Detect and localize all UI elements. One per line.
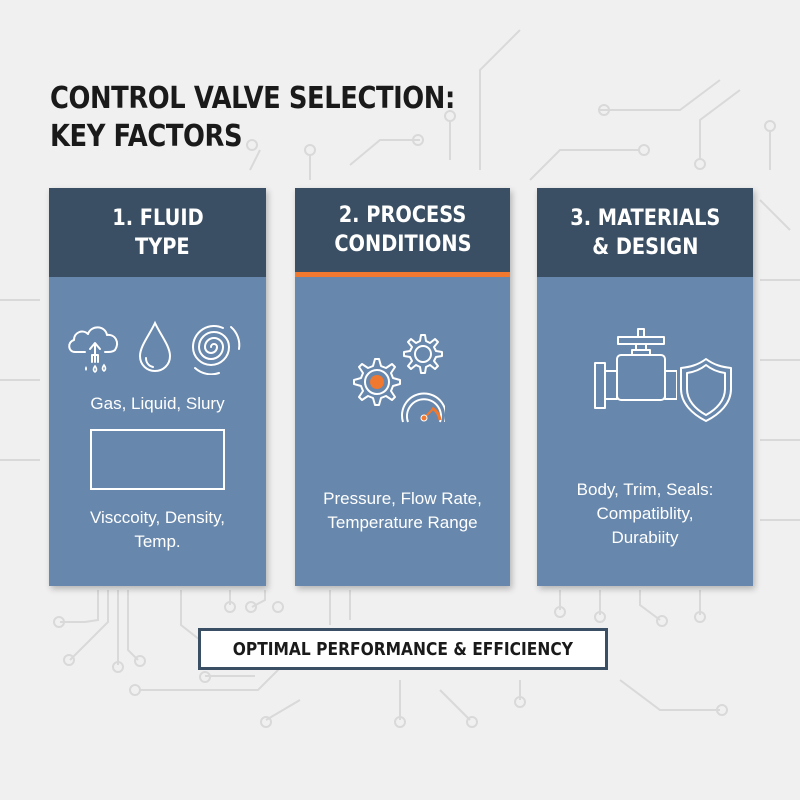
card-header: 1. FLUID TYPE: [49, 188, 266, 277]
liquid-drop-icon: [138, 320, 172, 373]
empty-placeholder-box: [90, 429, 225, 490]
cloud-gas-icon: [68, 326, 118, 373]
card-title-line-1: 3. MATERIALS: [569, 205, 721, 231]
shield-icon: [680, 358, 732, 422]
valve-icon: [594, 328, 677, 409]
title-line-2: KEY FACTORS: [50, 119, 243, 154]
card-materials-design: 3. MATERIALS & DESIGN Body, Trim, Seals:…: [537, 188, 753, 586]
gears-icon: [353, 334, 445, 423]
process-conditions-text: Pressure, Flow Rate, Temperature Range: [323, 489, 482, 532]
card-title-line-1: 1. FLUID: [111, 205, 204, 231]
materials-design-text: Body, Trim, Seals: Compatiblity, Durabii…: [576, 480, 714, 547]
title-line-1: CONTROL VALVE SELECTION:: [50, 81, 455, 116]
page-title: CONTROL VALVE SELECTION: KEY FACTORS: [50, 80, 455, 156]
card-header: 3. MATERIALS & DESIGN: [537, 188, 753, 277]
slurry-swirl-icon: [191, 325, 241, 375]
card-process-conditions: 2. PROCESS CONDITIONS Pressure, Flow Rat…: [295, 188, 510, 586]
fluid-properties-text: Visccoity, Density, Temp.: [89, 508, 226, 551]
card-title-line-2: TYPE: [135, 234, 191, 260]
fluid-types-caption: Gas, Liquid, Slury: [90, 394, 225, 413]
card-title-line-2: CONDITIONS: [333, 232, 472, 257]
optimal-performance-banner: OPTIMAL PERFORMANCE & EFFICIENCY: [198, 628, 608, 670]
card-fluid-type: 1. FLUID TYPE Gas, Liquid, Slury Visccoi…: [49, 188, 266, 586]
card-title-line-1: 2. PROCESS: [338, 203, 467, 228]
card-title-line-2: & DESIGN: [591, 234, 699, 260]
card-header: 2. PROCESS CONDITIONS: [295, 188, 510, 277]
banner-label: OPTIMAL PERFORMANCE & EFFICIENCY: [232, 638, 574, 660]
